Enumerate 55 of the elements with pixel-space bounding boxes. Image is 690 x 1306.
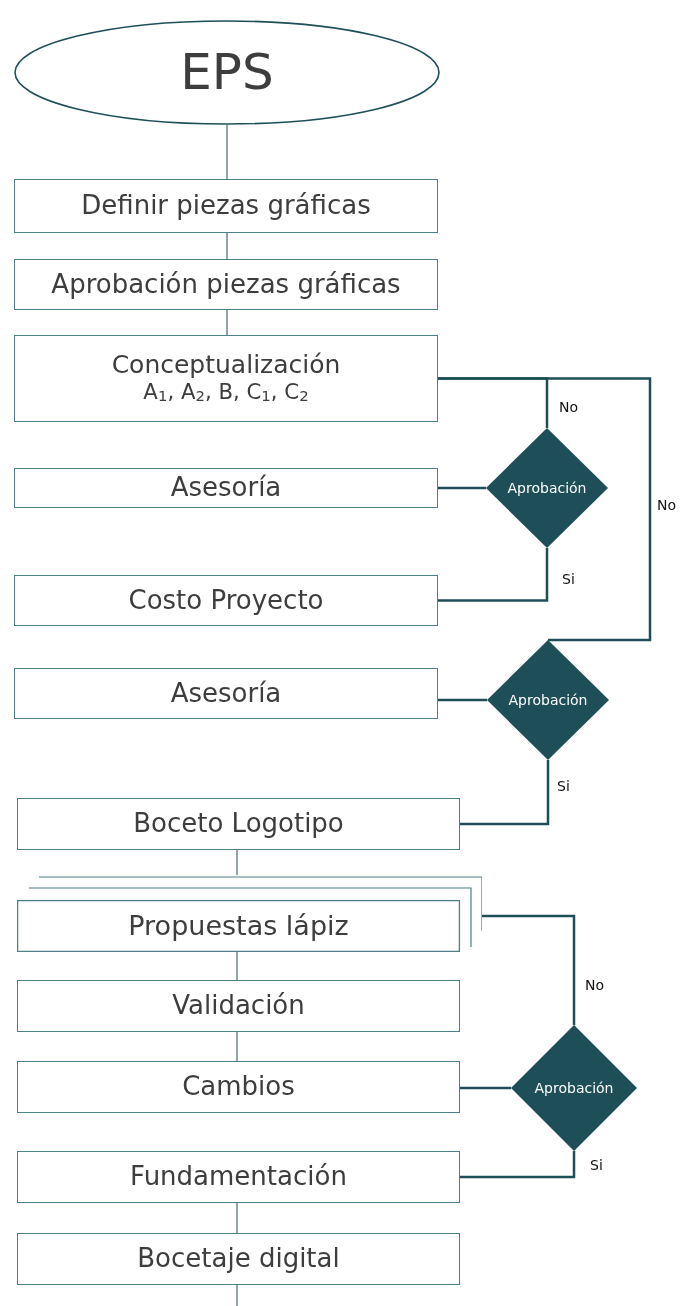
box-label: Costo Proyecto <box>128 585 324 616</box>
connector-line <box>226 124 228 180</box>
connector-line <box>438 698 487 702</box>
connector-line <box>438 377 652 642</box>
connector-line <box>226 309 228 336</box>
decision-diamond <box>487 640 609 760</box>
box-label: Bocetaje digital <box>137 1244 340 1274</box>
process-box <box>14 468 438 508</box>
decision-label: Aprobación <box>534 1080 614 1096</box>
box-label: Validación <box>172 991 305 1021</box>
process-box <box>14 668 438 719</box>
connector-line <box>236 1031 238 1062</box>
process-box <box>17 798 460 850</box>
process-box <box>17 1151 460 1203</box>
box-label: Asesoría <box>170 473 282 503</box>
box-label: Asesoría <box>170 678 282 709</box>
connector-line <box>236 849 238 876</box>
edge-label: Si <box>556 778 571 794</box>
box-label: Definir piezas gráficas <box>81 191 371 221</box>
box-label: EPS <box>180 43 274 102</box>
box-label: Propuestas lápiz <box>128 910 349 942</box>
box-label: A$_{1}$, A$_{2}$, B, C$_{1}$, C$_{2}$ <box>143 380 309 406</box>
process-box <box>14 179 438 233</box>
connector-line <box>236 1284 238 1306</box>
box-label: Boceto Logotipo <box>133 809 344 839</box>
connector-line <box>438 548 549 602</box>
process-box <box>17 1061 460 1113</box>
terminal-ellipse <box>14 20 440 125</box>
process-box <box>17 980 460 1032</box>
decision-label: Aprobación <box>508 692 588 708</box>
box-label: Conceptualización <box>111 351 341 381</box>
edge-label: Si <box>589 1157 604 1173</box>
decision-label: Aprobación <box>507 480 587 496</box>
edge-label: No <box>584 977 606 993</box>
edge-label: No <box>656 497 678 513</box>
decision-diamond <box>486 428 608 548</box>
edge-label: No <box>558 399 580 415</box>
connector-line <box>460 1151 576 1179</box>
process-box <box>14 259 438 310</box>
box-label: Fundamentación <box>130 1162 347 1192</box>
connector-line <box>482 914 576 1025</box>
connector-line <box>236 1202 238 1234</box>
connector-line <box>460 760 550 826</box>
connector-line <box>226 232 228 260</box>
connector-line <box>236 951 238 981</box>
box-label: Cambios <box>182 1072 295 1102</box>
document-stack <box>17 875 482 952</box>
decision-diamond <box>511 1025 637 1151</box>
box-label: Aprobación piezas gráficas <box>51 269 401 300</box>
process-box <box>14 335 438 422</box>
process-box <box>14 575 438 626</box>
edge-label: Si <box>561 571 576 587</box>
connector-line <box>460 1086 511 1090</box>
process-box <box>17 1233 460 1285</box>
connector-line <box>438 486 486 490</box>
